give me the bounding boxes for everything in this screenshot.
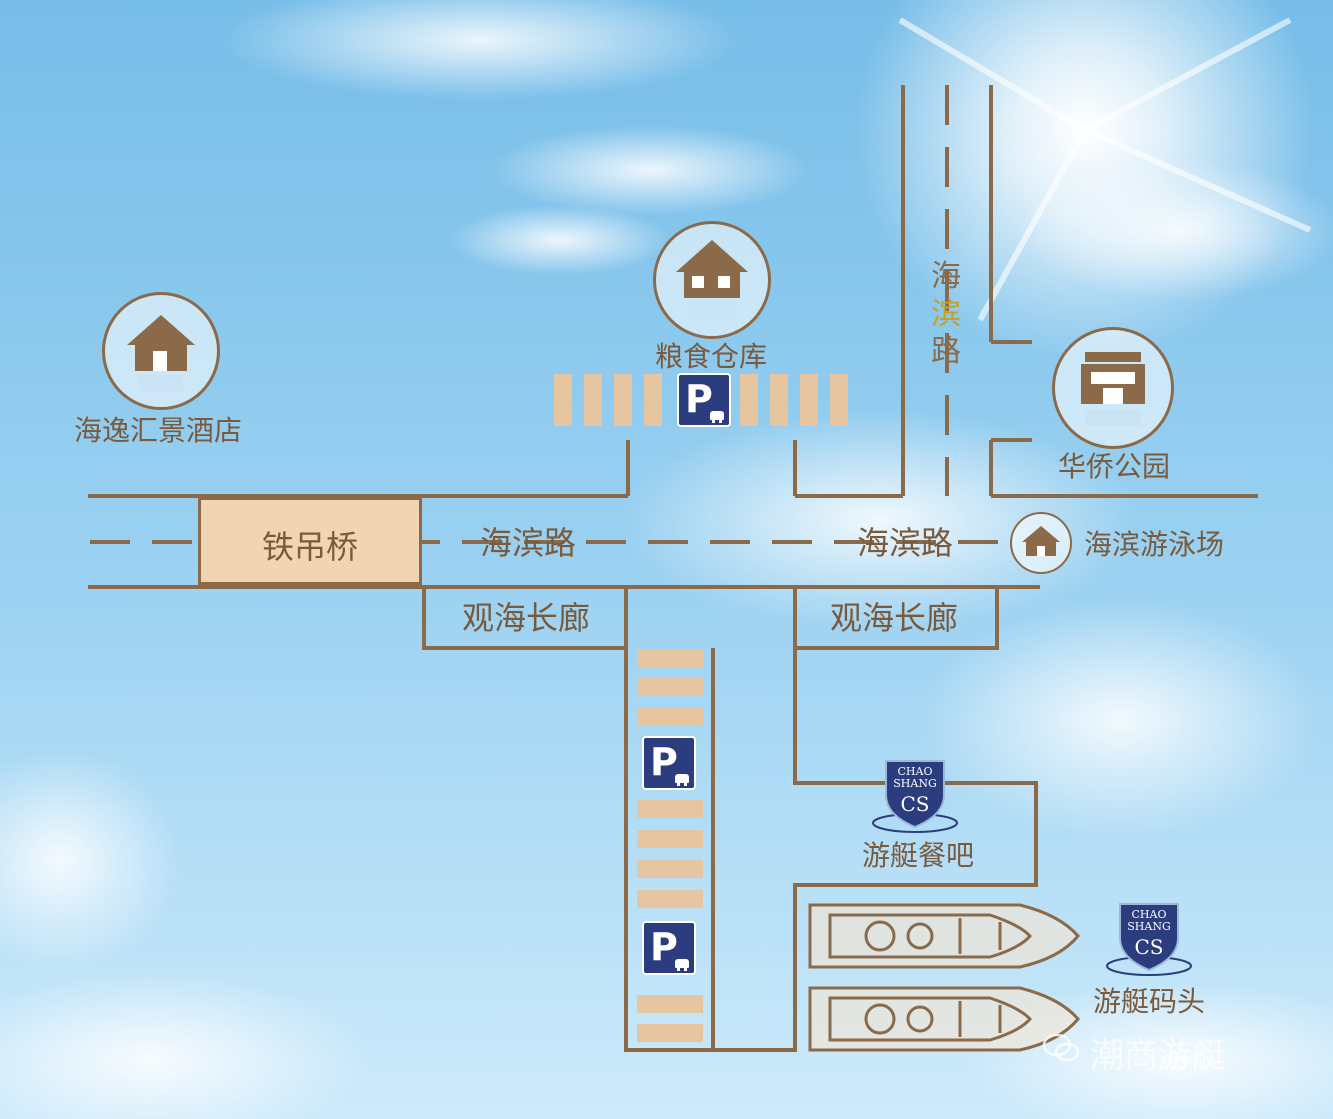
sun-icon (855, 0, 1315, 360)
coast-road-east-label: 海滨路 (857, 524, 954, 562)
park-poi[interactable] (1052, 327, 1174, 449)
yacht-icon (808, 986, 1080, 1052)
bridge-label: 铁吊桥 (261, 528, 358, 566)
crest-mono: CS (1134, 935, 1163, 959)
crest-icon: CHAO SHANG CS (872, 760, 958, 833)
hotel-label: 海逸汇景酒店 (74, 414, 243, 447)
watermark-text: 潮商游艇 (1090, 1036, 1226, 1076)
crest-line2: SHANG (1127, 920, 1170, 933)
yacht-icon (808, 903, 1080, 969)
vertical-road-label: 海 滨 路 (926, 258, 966, 371)
house-icon (127, 315, 195, 391)
pier-stripes (637, 650, 703, 1042)
crest-line1: CHAO (1132, 908, 1167, 921)
house-icon (676, 240, 748, 320)
yacht-dock-label: 游艇码头 (1093, 985, 1206, 1018)
granary-poi[interactable] (653, 221, 771, 339)
swimming-poi[interactable] (1010, 512, 1072, 574)
road-network (88, 85, 1258, 1052)
coast-road-west-label: 海滨路 (480, 524, 577, 562)
crosswalk-granary (554, 374, 848, 426)
parking-icon: P (650, 925, 678, 969)
yacht-bar-label: 游艇餐吧 (862, 839, 975, 872)
parking-icon: P (685, 377, 713, 421)
promenade-west-label: 观海长廊 (462, 599, 591, 637)
car-icon (710, 411, 724, 423)
parking-pier-lower[interactable]: P (642, 921, 696, 975)
crest-line1: CHAO (898, 765, 933, 778)
vertical-road-char-3: 路 (931, 334, 961, 369)
house-icon (1022, 526, 1060, 556)
crest-mono: CS (900, 792, 929, 816)
bridge-box: 铁吊桥 (198, 497, 422, 585)
crest-icon: CHAO SHANG CS (1106, 903, 1192, 976)
car-icon (675, 959, 689, 971)
promenade-east-label: 观海长廊 (830, 599, 959, 637)
swimming-label: 海滨游泳场 (1084, 528, 1225, 561)
vertical-road-char-2: 滨 (931, 296, 961, 332)
vertical-road-char-1: 海 (931, 259, 961, 294)
hotel-poi[interactable] (102, 292, 220, 410)
building-icon (1081, 352, 1145, 426)
car-icon (675, 774, 689, 786)
parking-granary[interactable]: P (677, 373, 731, 427)
wechat-icon (1042, 1033, 1080, 1062)
parking-pier-upper[interactable]: P (642, 736, 696, 790)
park-label: 华侨公园 (1058, 450, 1171, 483)
granary-label: 粮食仓库 (655, 340, 768, 373)
crest-line2: SHANG (893, 777, 936, 790)
parking-icon: P (650, 740, 678, 784)
